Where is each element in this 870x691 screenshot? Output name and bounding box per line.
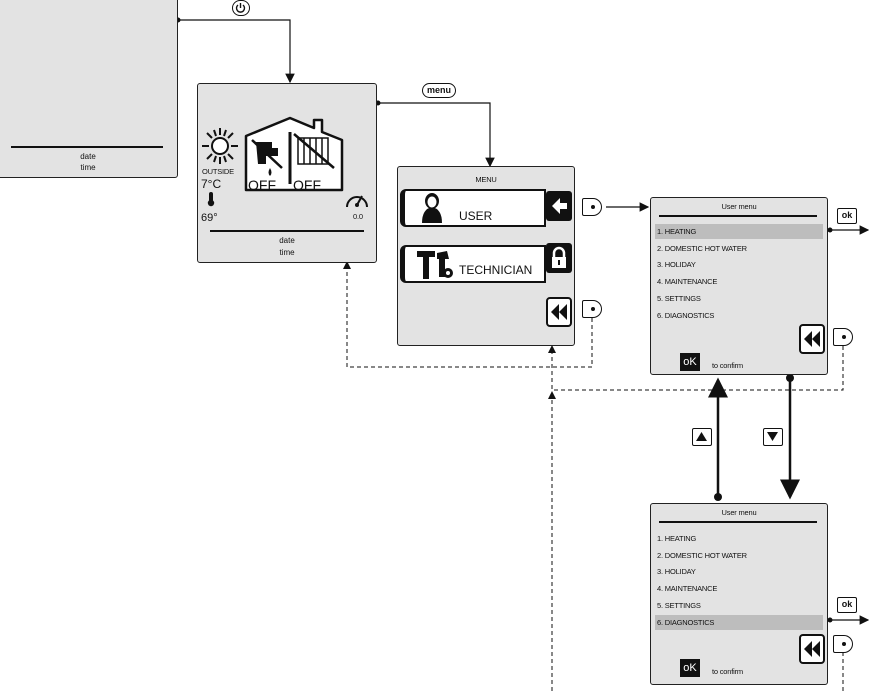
title-underline [659,521,817,523]
ok-button[interactable]: ok [837,208,857,224]
power-icon [235,3,246,13]
usermenu-back-d-button[interactable] [833,328,853,346]
menu-button[interactable]: menu [422,83,457,98]
menu-title: MENU [475,175,497,184]
user-avatar-icon [422,193,442,223]
standby-screen: date time [0,0,178,178]
menu-select-d-button[interactable] [582,198,602,216]
user-menu-screen-diagnostics: User menu 1. HEATING 2. DOMESTIC HOT WATE… [650,503,828,685]
technician-label: TECHNICIAN [459,263,533,277]
ok-badge: oK [680,659,700,677]
technician-lock-button[interactable] [546,243,572,273]
menu-list-item[interactable]: 2. DOMESTIC HOT WATER [657,243,747,253]
status-divider [210,230,364,232]
menu-list-item[interactable]: 1. HEATING [657,534,697,543]
user-menu-title: User menu [721,202,757,211]
confirm-label: to confirm [712,361,743,370]
menu-list-item[interactable]: 6. DIAGNOSTICS [655,614,823,630]
power-button[interactable] [232,0,250,16]
time-label: time [80,163,96,172]
triangle-down-icon [767,432,778,441]
menu-list-item[interactable]: 3. HOLIDAY [657,260,696,270]
menu-list-item[interactable]: 4. MAINTENANCE [657,277,718,287]
menu-list-item[interactable]: 6. DIAGNOSTICS [657,310,715,320]
date-label: date [279,236,295,245]
menu-list-item[interactable]: 2. DOMESTIC HOT WATER [657,550,747,560]
menu-list-item[interactable]: 5. SETTINGS [657,600,701,610]
menu-list-item[interactable]: 3. HOLIDAY [657,567,696,577]
heating-state: OFF [293,177,321,193]
pressure-gauge-icon [346,195,368,208]
triangle-up-icon [696,432,707,441]
sun-icon [202,128,238,164]
ok-badge: oK [680,353,700,371]
time-label: time [279,248,295,257]
title-underline [659,215,817,217]
menu-screen: MENU USER TECHNICIAN [397,166,575,346]
arrow-left-icon [552,198,567,214]
menu-item-technician[interactable]: TECHNICIAN [400,245,546,283]
user-menu-screen-heating: User menu 1. HEATING 2. DOMESTIC HOT WATE… [650,197,828,375]
user-select-button[interactable] [546,191,572,221]
confirm-label: to confirm [712,667,743,676]
back-button[interactable] [546,297,572,327]
menu-item-user[interactable]: USER [400,189,546,227]
back-button[interactable] [799,634,825,664]
outside-temp: 7°C [201,177,222,191]
user-menu-title: User menu [721,508,757,517]
menu-list-item[interactable]: 1. HEATING [655,224,823,239]
ok-button[interactable]: ok [837,597,857,613]
back-button[interactable] [799,324,825,354]
pressure-value: 0.0 [353,212,363,221]
dhw-state: OFF [248,177,276,193]
status-divider [11,146,163,148]
double-chevron-left-icon [804,331,820,347]
lock-icon [552,246,566,268]
up-button[interactable] [692,428,712,446]
double-chevron-left-icon [804,641,820,657]
house-icon [244,116,344,192]
usermenu2-back-d-button[interactable] [833,635,853,653]
home-screen: OUTSIDE 7°C 69° OFF OFF 0.0 date time [197,83,377,263]
menu-list-item[interactable]: 4. MAINTENANCE [657,584,718,594]
down-button[interactable] [763,428,783,446]
user-label: USER [459,209,493,223]
double-chevron-left-icon [551,304,567,320]
tools-icon [417,251,453,279]
menu-back-d-button[interactable] [582,300,602,318]
thermometer-icon [207,192,215,207]
water-temp: 69° [201,212,218,224]
outside-label: OUTSIDE [202,167,234,176]
menu-list-item[interactable]: 5. SETTINGS [657,293,701,303]
date-label: date [80,152,96,161]
